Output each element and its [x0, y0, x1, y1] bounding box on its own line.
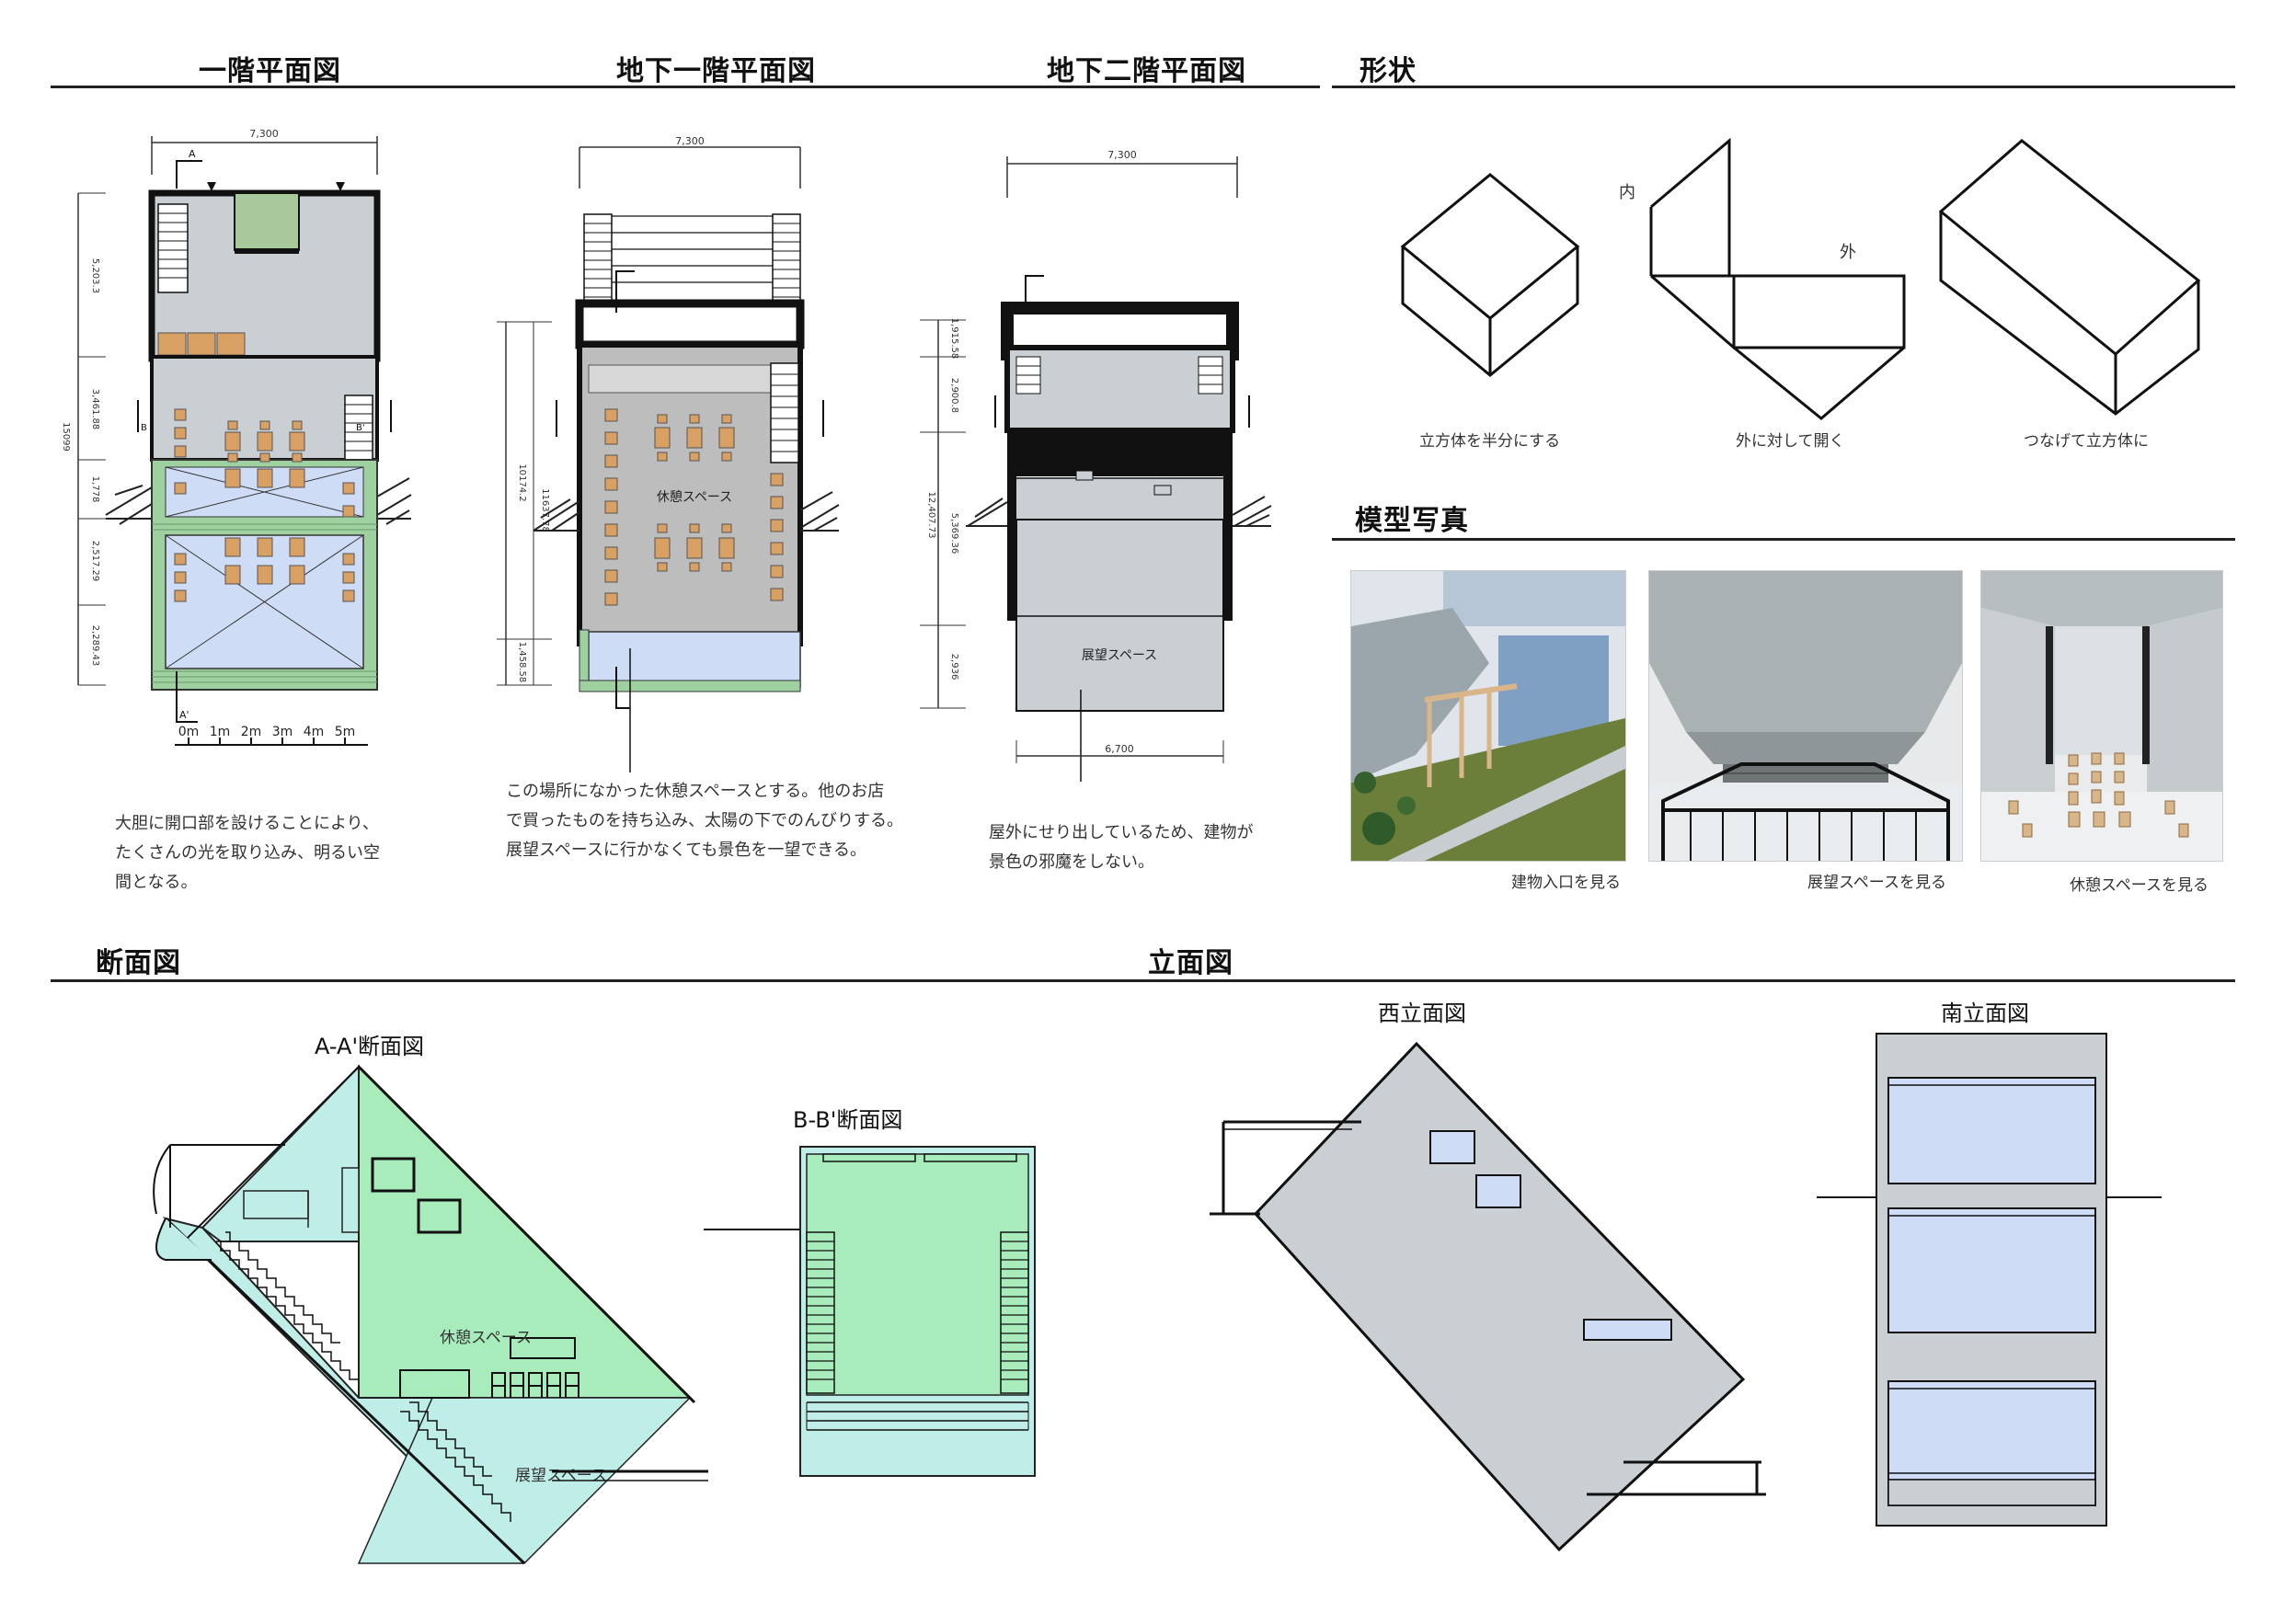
section-bb-title: B-B'断面図 — [793, 1107, 903, 1133]
b2-dim-4: 5,369.36 — [949, 513, 959, 555]
floor1-note-line3: 間となる。 — [115, 873, 198, 892]
b2-width-dim: 7,300 — [1107, 149, 1137, 161]
floor1-dim-3: 1,778 — [90, 476, 100, 503]
shape-caption-2: 外に対して開く — [1736, 432, 1845, 451]
floor1-mark-b: B — [141, 423, 147, 433]
b1-plan: 7,300 10174.2 11637.78 1,458.58 休憩スペース — [497, 135, 840, 772]
heading-b2: 地下二階平面図 — [1047, 55, 1246, 87]
floor1-dim-1: 5,203.3 — [90, 258, 100, 293]
shape-combined — [1938, 139, 2201, 416]
floor1-mark-b2: B' — [356, 423, 365, 433]
south-elevation — [1817, 1033, 2162, 1527]
floor1-width-dim: 7,300 — [249, 128, 279, 140]
b2-note-line1: 屋外にせり出しているため、建物が — [989, 823, 1254, 842]
floor1-dim-5: 2,289.43 — [90, 625, 100, 667]
heading-b1: 地下一階平面図 — [616, 55, 816, 87]
model-photo-observation — [1648, 570, 1963, 862]
model-caption-3: 休憩スペースを見る — [2070, 876, 2208, 895]
shape-diagrams: 内 外 — [1400, 137, 2201, 420]
shape-caption-1: 立方体を半分にする — [1419, 432, 1561, 451]
heading-model: 模型写真 — [1355, 505, 1469, 537]
scale-5: 5m — [335, 725, 356, 739]
b2-bottom-dim: 6,700 — [1105, 743, 1134, 755]
b2-note: 屋外にせり出しているため、建物が 景色の邪魔をしない。 — [989, 818, 1253, 877]
floor1-plan: 7,300 5,203.3 3,461.88 1,778 2,517.29 2,… — [61, 128, 412, 746]
b2-room-label: 展望スペース — [1082, 648, 1157, 663]
shape-caption-3: つなげて立方体に — [2024, 432, 2149, 451]
shape-label-outer: 外 — [1840, 243, 1856, 262]
scale-0: 0m — [178, 725, 200, 739]
b1-dim-1: 10174.2 — [517, 463, 527, 501]
b2-dim-2: 2,900.8 — [949, 378, 959, 413]
b2-dim-3: 12,407.73 — [926, 492, 936, 539]
floor1-note-line1: 大胆に開口部を設けることにより、 — [115, 814, 379, 833]
heading-elevation: 立面図 — [1148, 947, 1233, 979]
model-rule — [1332, 538, 2235, 541]
b2-dim-5: 2,936 — [949, 654, 959, 680]
west-elevation — [1210, 1041, 1766, 1552]
b2-note-line2: 景色の邪魔をしない。 — [989, 852, 1154, 872]
b1-dim-3: 1,458.58 — [517, 642, 527, 683]
section-aa-label-rest: 休憩スペース — [440, 1329, 532, 1347]
b2-dim-1: 1,915.58 — [949, 318, 959, 360]
section-aa: 休憩スペース 展望スペース — [153, 1064, 708, 1565]
bottom-rule — [51, 979, 2235, 982]
b1-room-label: 休憩スペース — [657, 489, 732, 505]
shape-cube-half — [1400, 173, 1580, 377]
b1-note-line3: 展望スペースに行かなくても景色を一望できる。 — [506, 841, 867, 860]
scale-1: 1m — [210, 725, 231, 739]
scale-4: 4m — [304, 725, 325, 739]
model-caption-2: 展望スペースを見る — [1807, 874, 1946, 892]
scale-2: 2m — [241, 725, 262, 739]
floor1-note-line2: たくさんの光を取り込み、明るい空 — [115, 843, 380, 863]
section-bb — [704, 1146, 1036, 1477]
floor1-total-dim: 15099 — [61, 422, 71, 452]
b2-plan: 7,300 1,915.58 2,900.8 12,407.73 5,369.3… — [920, 149, 1272, 782]
scale-3: 3m — [272, 725, 293, 739]
floor1-dim-2: 3,461.88 — [90, 389, 100, 430]
floor1-mark-a2: A' — [179, 709, 189, 721]
model-photo-rest — [1980, 570, 2223, 862]
shape-open — [1649, 137, 1906, 420]
south-elevation-title: 南立面図 — [1941, 1001, 2029, 1026]
floor1-mark-a: A — [189, 148, 196, 160]
b1-width-dim: 7,300 — [675, 135, 705, 147]
b1-note-line1: この場所になかった休憩スペースとする。他のお店 — [506, 782, 885, 801]
floor1-dim-4: 2,517.29 — [90, 541, 100, 582]
b1-note: この場所になかった休憩スペースとする。他のお店 で買ったものを持ち込み、太陽の下… — [506, 777, 903, 865]
model-caption-1: 建物入口を見る — [1511, 874, 1621, 892]
top-rule-left — [51, 86, 1320, 88]
top-rule-right — [1332, 86, 2235, 88]
section-aa-label-view: 展望スペース — [515, 1467, 607, 1485]
heading-floor1: 一階平面図 — [199, 55, 341, 87]
model-photo-entrance — [1350, 570, 1626, 862]
heading-section: 断面図 — [96, 947, 181, 979]
floor1-note: 大胆に開口部を設けることにより、 たくさんの光を取り込み、明るい空 間となる。 — [115, 809, 380, 898]
b1-note-line2: で買ったものを持ち込み、太陽の下でのんびりする。 — [506, 811, 903, 830]
shape-label-inner: 内 — [1619, 183, 1635, 202]
west-elevation-title: 西立面図 — [1378, 1001, 1466, 1026]
b1-dim-2: 11637.78 — [540, 488, 550, 532]
section-aa-title: A-A'断面図 — [315, 1034, 425, 1059]
heading-shape: 形状 — [1359, 55, 1417, 87]
